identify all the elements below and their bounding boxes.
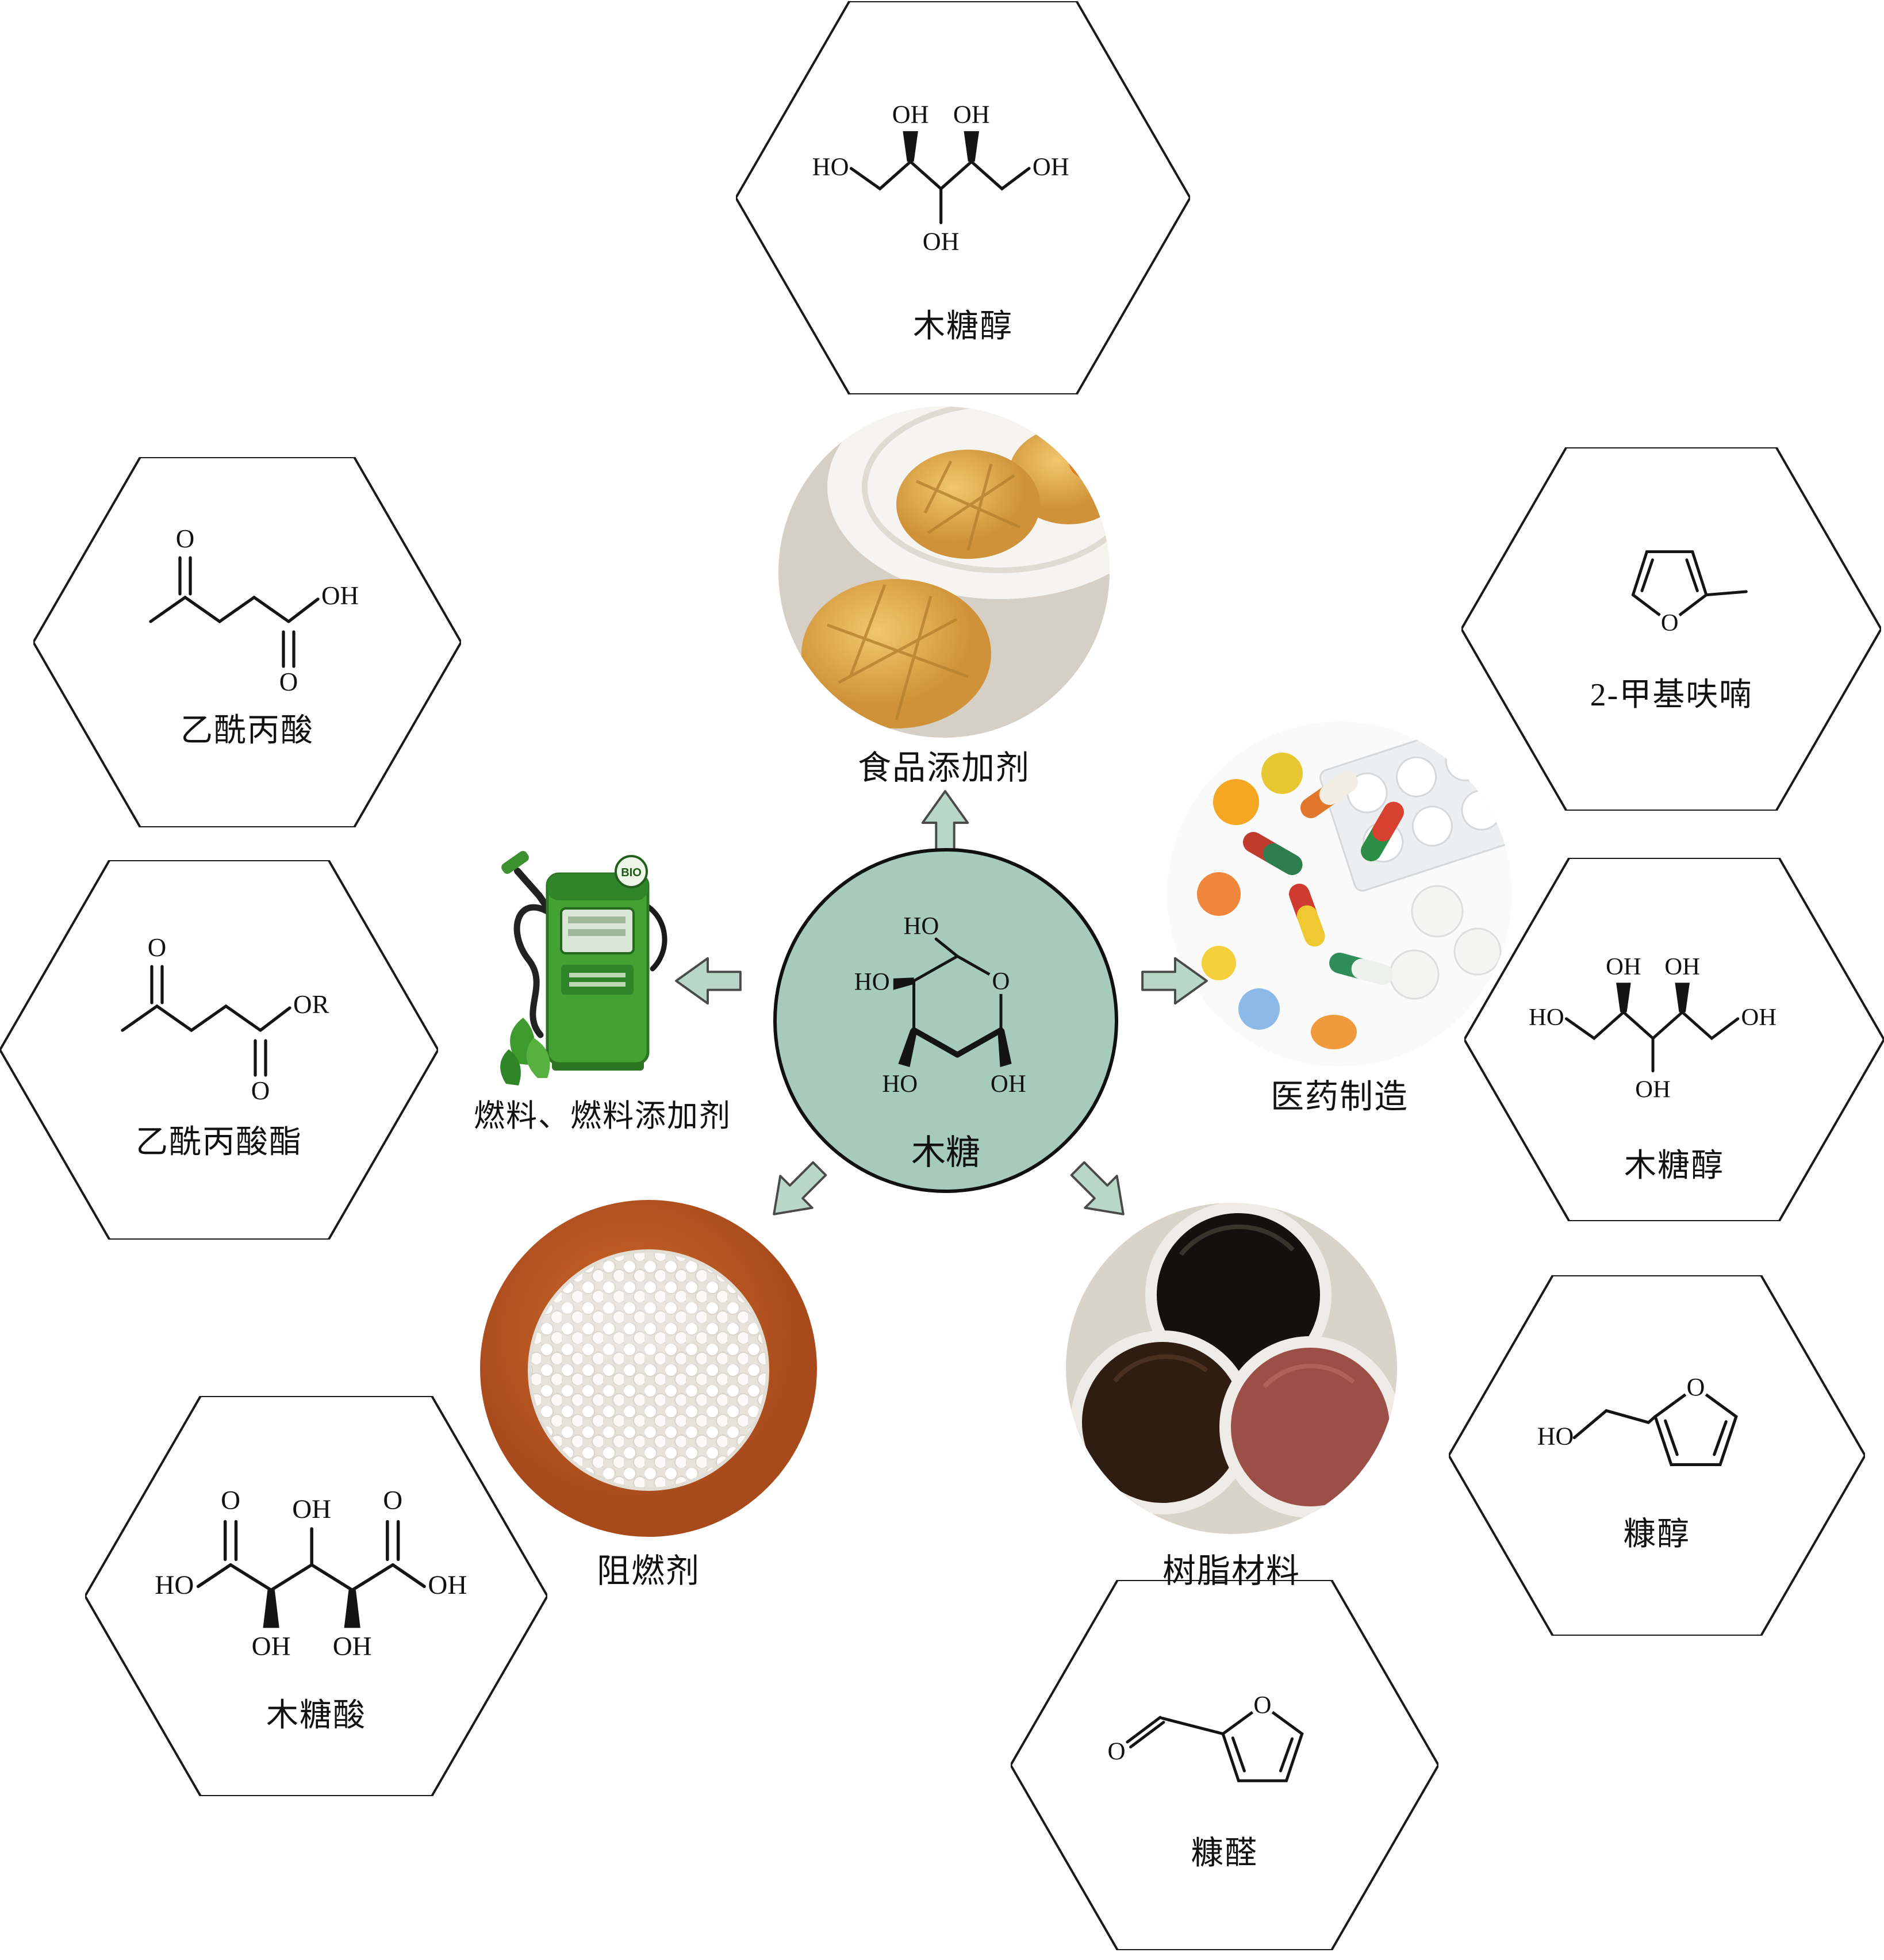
arrow-to-food	[916, 789, 974, 857]
atom-label-oh: OH	[923, 227, 960, 255]
fuel-label: 燃料、燃料添加剂	[474, 1099, 731, 1133]
atom-label-o: O	[1253, 1692, 1271, 1719]
xylose-label: 木糖	[911, 1134, 980, 1172]
hexagon-label-methylfuran: 2-甲基呋喃	[1590, 677, 1753, 713]
atom-label-o: O	[992, 968, 1010, 995]
hexagon-label-xylitol: 木糖醇	[1624, 1148, 1724, 1184]
atom-label-oh: OH	[252, 1631, 291, 1661]
xylose-center-circle: O HO HO HO OH 木糖	[773, 848, 1118, 1193]
medicine-photo	[1167, 722, 1512, 1067]
arrow-to-fuel	[674, 952, 742, 1010]
atom-label-ho: HO	[1537, 1422, 1574, 1450]
resin-photo	[1066, 1203, 1397, 1534]
food-photo	[778, 406, 1110, 738]
hexagon-furfural: O O 糠醛	[1011, 1580, 1438, 1950]
xylose-structure: O HO HO HO OH	[854, 913, 1026, 1098]
atom-label-o: O	[1107, 1738, 1125, 1765]
flame-retardant-label: 阻燃剂	[596, 1552, 700, 1590]
hexagon-outline	[736, 1, 1190, 394]
hexagon-label-xylonic-acid: 木糖酸	[266, 1698, 366, 1733]
atom-label-oh: OH	[953, 100, 990, 128]
hexagon-label-furfuryl-alcohol: 糠醇	[1624, 1517, 1690, 1552]
fuel-pump-illustration: BIO	[500, 851, 667, 1086]
atom-label-o: O	[251, 1076, 270, 1104]
arrow-to-medicine	[1141, 952, 1209, 1010]
levulinate-ester-structure: O O OR	[121, 933, 329, 1104]
atom-label-o: O	[279, 668, 298, 696]
xylitol-structure: HO OH OH OH OH	[1529, 953, 1777, 1103]
atom-label-oh: OH	[1033, 153, 1069, 181]
atom-label-oh: OH	[1635, 1076, 1671, 1103]
arrow-to-resin	[1056, 1147, 1146, 1237]
atom-label-o: O	[383, 1486, 402, 1516]
atom-label-ho: HO	[812, 153, 849, 181]
hexagon-label-furfural: 糠醛	[1191, 1836, 1258, 1871]
hexagon-furfuryl-alcohol: HO O 糠醇	[1449, 1275, 1865, 1636]
hexagon-levulinic-acid: O O OH 乙酰丙酸	[33, 457, 461, 827]
arrow-to-flame-retardant	[751, 1147, 841, 1237]
atom-label-or: OR	[293, 990, 329, 1019]
atom-label-oh: OH	[1741, 1004, 1777, 1031]
atom-label-oh: OH	[1664, 953, 1700, 980]
atom-label-oh: OH	[428, 1570, 467, 1600]
atom-label-o: O	[176, 524, 195, 553]
atom-label-oh: OH	[991, 1071, 1026, 1098]
flame-retardant-illustration	[480, 1200, 817, 1537]
resin-illustration	[1066, 1203, 1397, 1534]
hexagon-outline	[0, 860, 438, 1240]
atom-label-o: O	[221, 1486, 240, 1516]
hexagon-outline	[1011, 1580, 1438, 1950]
hexagon-levulinate-ester: O O OR 乙酰丙酸酯	[0, 860, 438, 1240]
atom-label-ho: HO	[854, 969, 890, 996]
hexagon-outline	[1464, 858, 1884, 1221]
hexagon-methylfuran: O 2-甲基呋喃	[1461, 447, 1881, 811]
fuel-pump-photo: BIO	[483, 816, 684, 1092]
hexagon-xylitol-right: HO OH OH OH OH 木糖醇	[1464, 858, 1884, 1221]
furfural-structure: O O	[1107, 1692, 1304, 1782]
food-illustration	[778, 406, 1110, 738]
medicine-label: 医药制造	[1270, 1078, 1409, 1115]
atom-label-ho: HO	[882, 1071, 918, 1098]
atom-label-o: O	[1687, 1373, 1705, 1401]
xylitol-structure: HO OH OH OH OH	[812, 100, 1069, 255]
atom-label-ho: HO	[903, 913, 939, 940]
atom-label-oh: OH	[892, 100, 929, 128]
hexagon-label-xylitol: 木糖醇	[913, 309, 1013, 344]
hexagon-label-levulinic-acid: 乙酰丙酸	[181, 713, 314, 749]
atom-label-oh: OH	[333, 1631, 372, 1661]
atom-label-ho: HO	[155, 1570, 194, 1600]
atom-label-oh: OH	[321, 581, 359, 610]
pump-bio-text: BIO	[621, 866, 642, 879]
pills-illustration	[1167, 722, 1512, 1067]
atom-label-o: O	[148, 933, 167, 962]
xylonic-acid-structure: HO O OH O OH OH OH	[155, 1486, 467, 1662]
hexagon-xylonic-acid: HO O OH O OH OH OH 木糖酸	[85, 1396, 547, 1796]
hexagon-label-levulinate-ester: 乙酰丙酸酯	[136, 1125, 302, 1160]
methylfuran-structure: O	[1631, 550, 1748, 636]
atom-label-o: O	[1661, 609, 1679, 636]
atom-label-oh: OH	[292, 1494, 331, 1524]
atom-label-ho: HO	[1529, 1004, 1564, 1031]
hexagon-outline	[33, 457, 461, 827]
flame-retardant-photo	[479, 1199, 818, 1538]
hexagon-xylitol-top: HO OH OH OH OH 木糖醇	[736, 1, 1190, 394]
resin-label: 树脂材料	[1162, 1552, 1300, 1590]
levulinic-acid-structure: O O OH	[149, 524, 359, 696]
furfuryl-alcohol-structure: HO O	[1537, 1373, 1738, 1467]
food-label: 食品添加剂	[857, 749, 1030, 787]
hexagon-outline	[1449, 1275, 1865, 1636]
atom-label-oh: OH	[1606, 953, 1641, 980]
